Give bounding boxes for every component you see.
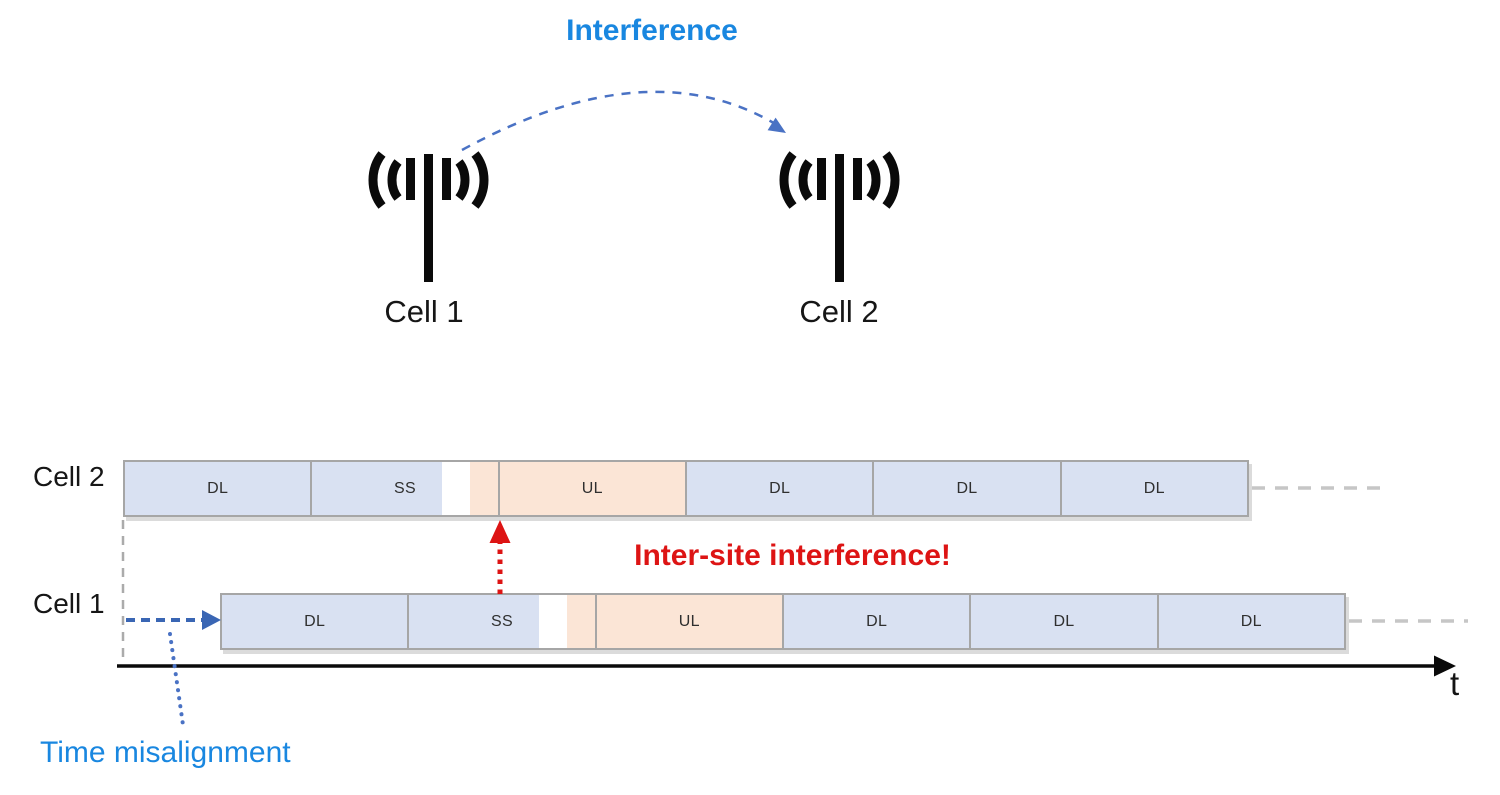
slot-label: UL (678, 612, 700, 630)
slot-label: DL (304, 612, 326, 630)
interference-arc-arrow (461, 90, 783, 152)
cell2-slot-dl-1: DL (125, 462, 311, 515)
slot-label: DL (1143, 479, 1165, 497)
cell2-frame-row: DL SS UL DL DL DL (123, 460, 1249, 517)
time-misalignment-label: Time misalignment (40, 736, 291, 769)
antenna-icon (368, 151, 489, 282)
slot-label: UL (581, 479, 603, 497)
cell1-slot-ul: UL (594, 595, 782, 648)
antenna-icon (779, 151, 900, 282)
inter-site-interference-arrowhead-icon (489, 520, 511, 543)
cell1-tower-label: Cell 1 (384, 294, 464, 329)
time-misalignment-arrowhead-icon (202, 610, 221, 630)
cell2-slot-dl-3: DL (872, 462, 1060, 515)
slot-label: SS (491, 612, 513, 630)
cell1-row-label: Cell 1 (33, 588, 105, 619)
cell1-slot-dl-2: DL (781, 595, 970, 648)
cell1-slot-dl-3: DL (969, 595, 1157, 648)
slot-label: DL (866, 612, 888, 630)
cell1-slot-dl-4: DL (1156, 595, 1344, 648)
slot-label: DL (769, 479, 791, 497)
interference-arrowhead-icon (767, 117, 786, 133)
cell2-slot-dl-2: DL (684, 462, 873, 515)
cell2-tower (763, 148, 915, 288)
slot-label: DL (1240, 612, 1262, 630)
cell2-row-label: Cell 2 (33, 461, 105, 492)
cell2-slot-dl-4: DL (1059, 462, 1247, 515)
cell1-slot-dl-1: DL (222, 595, 408, 648)
slot-label: DL (1053, 612, 1075, 630)
inter-site-interference-label: Inter-site interference! (634, 539, 951, 572)
cell1-tower (352, 148, 504, 288)
cell1-frame-row: DL SS UL DL DL DL (220, 593, 1346, 650)
time-misalignment-leader-line (168, 632, 185, 727)
interference-label: Interference (566, 14, 738, 47)
slot-label: DL (956, 479, 978, 497)
cell1-slot-ss: SS (407, 595, 595, 648)
cell2-slot-ul: UL (497, 462, 685, 515)
time-axis-label: t (1450, 665, 1460, 702)
slot-label: DL (207, 479, 229, 497)
cell2-slot-ss: SS (310, 462, 498, 515)
cell2-tower-label: Cell 2 (799, 294, 879, 329)
slot-label: SS (394, 479, 416, 497)
